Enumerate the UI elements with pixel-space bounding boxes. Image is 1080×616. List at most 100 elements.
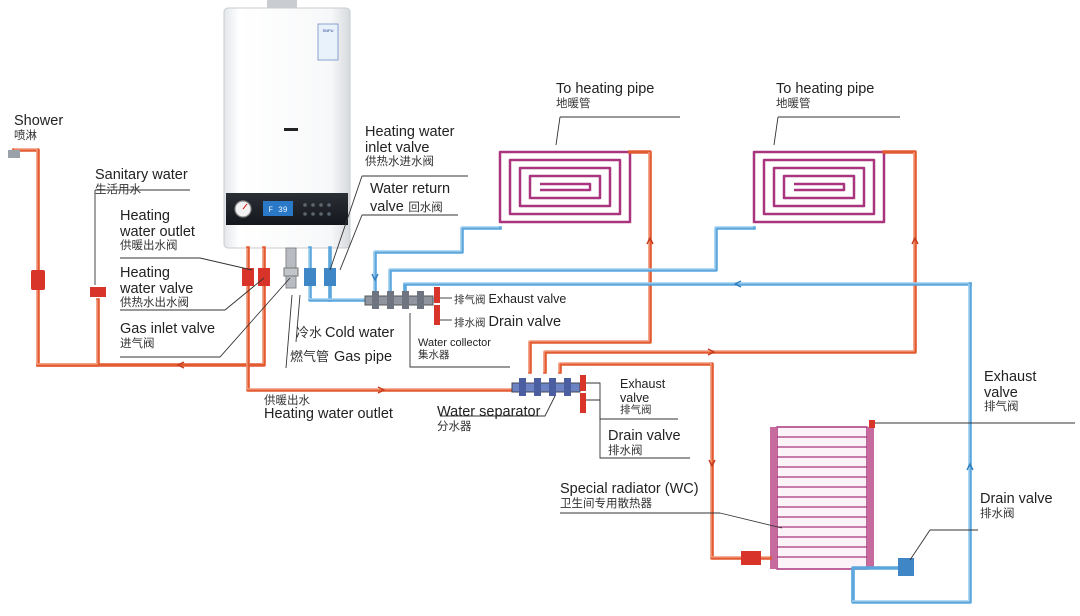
label-separator-drain: Drain valve 排水阀 [608,428,681,457]
gas-inlet-zh: 进气阀 [120,337,155,350]
radiator-drain-zh: 排水阀 [980,507,1015,520]
wall-boiler: SNPU F 39 [223,0,351,249]
to-heating-1-en: To heating pipe [556,81,655,97]
gas-pipe-zh: 燃气管 [290,349,330,364]
shower-head [8,150,20,158]
label-sanitary-water: Sanitary water 生活用水 [95,167,188,196]
cold-water-zh: 冷水 [296,325,323,340]
gas-inlet-en: Gas inlet valve [120,321,216,337]
label-radiator-exhaust: Exhaust valve 排气阀 [984,369,1037,414]
collector-exhaust-en: Exhaust valve [488,292,567,306]
label-heating-water-outlet: Heating water outlet 供暖出水阀 [120,208,195,253]
heating-valve-en1: Heating [120,265,170,281]
valves [8,150,914,576]
sanitary-zh: 生活用水 [95,183,141,196]
separator-drain-zh: 排水阀 [608,444,643,457]
shower-valve [31,270,45,290]
to-heating-2-zh: 地暖管 [776,97,811,110]
label-water-collector: Water collector 集水器 [418,337,491,361]
water-return-en1: Water return [370,181,451,197]
collector-exhaust-valve [434,287,440,303]
sanitary-en: Sanitary water [95,167,188,183]
label-special-radiator: Special radiator (WC) 卫生间专用散热器 [560,481,699,510]
control-buttons [303,203,331,216]
separator-exhaust-zh: 排气阀 [620,404,652,416]
separator-drain-valve [580,393,586,413]
label-shower: Shower 喷淋 [14,113,64,142]
floor-heating-coil-right [752,150,886,224]
radiator-exhaust-en2: valve [984,384,1018,401]
hot-pipes [12,148,917,560]
label-heating-water-valve: Heating water valve 供热水出水阀 [120,265,194,310]
label-gas-pipe: 燃气管 Gas pipe [290,348,392,366]
label-to-heating-pipe-2: To heating pipe 地暖管 [776,81,875,110]
collector-exhaust-zh: 排气阀 [454,294,486,306]
heating-outlet-bottom-zh: 供暖出水 [264,395,310,407]
label-water-separator: Water separator 分水器 [437,404,541,433]
heating-valve-en2: water valve [120,280,194,297]
special-radiator [770,426,874,570]
label-heating-inlet-valve: Heating water inlet valve 供热水进水阀 [365,124,455,169]
heating-outlet-valve [242,268,254,286]
heating-outlet-bottom-en: Heating water outlet [264,406,393,423]
shower-en: Shower [14,113,64,129]
radiator-exhaust-en1: Exhaust [984,369,1037,385]
lcd-display [263,201,293,216]
label-heating-water-outlet-bottom: 供暖出水 Heating water outlet [264,395,393,423]
return-water-valve [324,268,336,286]
sanitary-water-valve [90,287,106,297]
water-collector-en: Water collector [418,337,491,349]
radiator-drain-en: Drain valve [980,491,1053,507]
collector-drain-zh: 排水阀 [454,317,486,329]
gas-pipe [283,247,299,289]
hot-water-valve [258,268,270,286]
special-radiator-zh: 卫生间专用散热器 [560,497,652,510]
label-separator-exhaust: Exhaust valve 排气阀 [620,377,666,416]
boiler-spec-sticker [317,23,339,61]
label-gas-inlet-valve: Gas inlet valve 进气阀 [120,321,216,350]
leader-lines [94,116,1075,561]
water-collector [364,287,440,325]
separator-exhaust-en2: valve [620,390,650,405]
cold-water-en: Cold water [325,325,395,341]
heating-outlet-zh: 供暖出水阀 [120,240,178,253]
heating-inlet-zh: 供热水进水阀 [365,156,434,169]
heating-outlet-en2: water outlet [120,223,195,240]
label-to-heating-pipe-1: To heating pipe 地暖管 [556,81,655,110]
separator-exhaust-en1: Exhaust [620,377,666,391]
separator-exhaust-valve [580,375,586,391]
shower-zh: 喷淋 [14,129,37,142]
water-collector-zh: 集水器 [418,348,450,361]
heating-inlet-en2: inlet valve [365,139,430,156]
water-separator-en: Water separator [437,404,541,420]
radiator-exhaust-zh: 排气阀 [984,401,1019,414]
label-water-return-valve: Water return valve 回水阀 [370,181,451,215]
label-radiator-drain: Drain valve 排水阀 [980,491,1053,520]
floor-heating-coil-left [498,150,632,224]
lcd-text: F 39 [268,206,287,215]
water-separator-zh: 分水器 [437,420,472,433]
cold-return-pipes [308,226,972,604]
cold-water-inlet-valve [304,268,316,286]
special-radiator-en: Special radiator (WC) [560,481,699,497]
heating-valve-zh: 供热水出水阀 [120,297,189,310]
radiator-exhaust-valve [869,420,875,428]
heating-outlet-en1: Heating [120,208,170,224]
water-return-en2: valve [370,198,404,215]
water-return-zh: 回水阀 [408,201,443,214]
collector-drain-valve [434,305,440,325]
collector-drain-en: Drain valve [488,314,562,330]
heating-inlet-en1: Heating water [365,124,455,140]
flow-arrows [176,236,974,471]
boiler-brand: SNPU [322,28,333,33]
to-heating-2-en: To heating pipe [776,81,875,97]
gas-pipe-en: Gas pipe [334,349,393,365]
to-heating-1-zh: 地暖管 [556,97,591,110]
radiator-inlet-valve [741,551,761,565]
separator-drain-en: Drain valve [608,428,681,444]
radiator-drain-valve [898,558,914,576]
